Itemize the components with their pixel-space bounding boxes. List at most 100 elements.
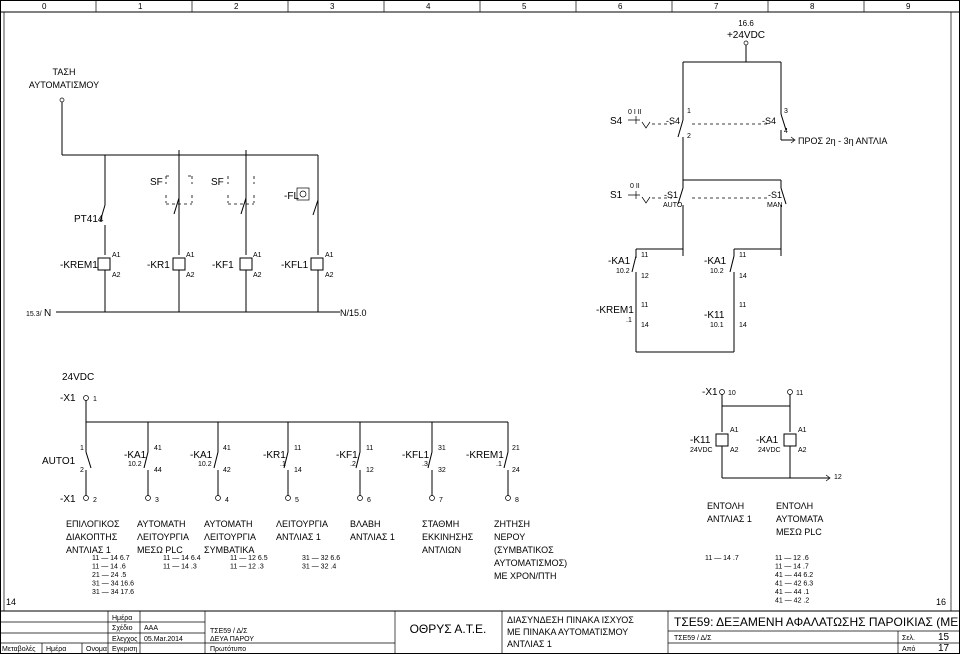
contact-pin: 1 [687,108,691,115]
coil-voltage: 24VDC [758,447,781,454]
column-number: 2 [234,2,239,11]
contact-tag: -KA1 [704,256,727,267]
desc-line: ΛΕΙΤΟΥΡΓΙΑ [276,519,328,529]
tb-text: Πρωτότυπο [210,645,246,653]
coil-pin: A2 [186,272,195,279]
sheet-description: ΑΝΤΛΙΑΣ 1 [507,639,552,649]
ka1-contact [729,255,735,273]
tb-text: Ονομα [86,646,107,653]
fl-label: -FL [284,191,299,202]
contact-pin: 44 [154,467,162,474]
contact-tag: -KFL1 [402,450,430,461]
coil-tag: -KREM1 [60,260,98,271]
desc-line: ΕΚΚΙΝΗΣΗΣ [422,532,474,542]
relay-coil [239,257,253,271]
xref-entry: 11 — 14 .7 [705,555,739,562]
contact-pin: 11 [739,302,746,309]
contact-tag: -KREM1 [596,305,634,316]
contact-pin: 32 [438,467,446,474]
sf-label: SF [150,177,163,188]
xref-entry: 41 — 42 .2 [775,598,809,605]
xref-entry: 11 — 14 6.7 [92,555,130,562]
relay-coil [310,257,324,271]
desc-line: ΑΥΤΟΜΑΤΗ [204,519,253,529]
desc-line: ΕΝΤΟΛΗ [776,501,813,511]
contact-tag: -KF1 [336,450,358,461]
coil-tag: -KA1 [756,435,779,446]
contact-pin: 11 [366,445,373,452]
terminal-num: 10 [728,390,736,397]
contact-pin: 2 [80,467,84,474]
desc-line: ΑΥΤΟΜΑΤΑ [776,514,823,524]
coil-pin: A1 [325,252,334,259]
contact-ref: .2 [350,461,356,468]
sf-label: SF [211,177,224,188]
tb-text: Εγκριση [112,646,138,653]
contact-pin: 14 [739,322,747,329]
column-number: 9 [906,2,911,11]
s4-tag: S4 [610,116,623,127]
coil-pin: A2 [730,447,739,454]
contact-pin: 1 [80,445,84,452]
company-name: ΟΘΡΥΣ Α.Τ.Ε. [410,622,487,636]
desc-line: ΣΥΜΒΑΤΙΚΑ [204,545,254,555]
column-number: 5 [522,2,527,11]
xref-entry: 11 — 12 .6 [775,555,809,562]
contact-pin: 12 [366,467,374,474]
contact-ref: 10.2 [710,268,724,275]
voltage-note: ΑΥΤΟΜΑΤΙΣΜΟΥ [29,80,99,90]
tb-text: Μεταβολές [2,645,36,653]
contact-tag: -KA1 [190,450,213,461]
contact-pin: 11 [641,252,648,259]
desc-line: ΑΝΤΛΙΑΣ 1 [350,532,395,542]
terminal-row: 2 3 4 5 6 7 8 [83,495,519,504]
contact-tag: -KR1 [263,450,286,461]
terminal-dot [83,395,89,401]
terminal-num: 4 [225,497,229,504]
contact-pin: 24 [512,467,520,474]
coil-voltage: 24VDC [690,447,713,454]
coil-tag: -KR1 [147,260,170,271]
selector-symbol: 0 II [630,183,640,190]
column-number: 4 [426,2,431,11]
desc-line: ΜΕΣΩ PLC [776,527,822,537]
prev-page-ref: 14 [6,597,16,607]
tb-text: ΔΕΥΑ ΠΑΡΟΥ [210,636,254,643]
terminal-num: 11 [796,390,803,397]
contact-tag: -KA1 [124,450,147,461]
terminal-num: 7 [439,497,443,504]
contact-pin: 4 [784,128,788,135]
sf-float-switch [227,176,255,205]
contact-pin: 31 [438,445,446,452]
sheet-description: ΜΕ ΠΙΝΑΚΑ ΑΥΤΟΜΑΤΙΣΜΟΥ [507,627,628,637]
coil-pin: A2 [798,447,807,454]
desc-line: ΝΕΡΟΥ [494,532,525,542]
page-ref: 12 [834,474,842,481]
contact-pin: 11 [294,445,301,452]
n-ref: 15.3/ [26,311,42,318]
xref-entry: 21 — 24 .5 [92,572,126,579]
xref-entry: 11 — 12 6.5 [230,555,268,562]
relay-coil [172,257,186,271]
terminal-tag: -X1 [60,393,76,404]
tb-text: 05.Mar.2014 [144,636,183,643]
terminal-tag: -X1 [60,494,76,505]
xref-entry: 11 — 12 .3 [230,564,264,571]
terminal-num: 5 [295,497,299,504]
xref-entry: 11 — 14 .7 [775,564,809,571]
contact-pin: 11 [641,302,648,309]
tb-text: Σχέδιο [112,624,133,632]
xref-entry: 31 — 34 16.6 [92,581,134,588]
tb-text: Ημέρα [46,645,66,653]
coil-row-top: -KREM1 A1 A2 -KR1 A1 A2 -KF1 A1 A2 -KFL1… [60,252,334,312]
contact-ref: 10.1 [710,322,724,329]
sheet-total: 17 [938,643,950,654]
desc-line: ΕΝΤΟΛΗ [707,501,744,511]
selector-switch-icon [628,191,651,204]
coil-tag: -K11 [690,435,711,446]
column-number: 0 [42,2,47,11]
xref-entry: 11 — 14 6.4 [163,555,201,562]
desc-line: ΜΕΣΩ PLC [137,545,183,555]
title-block: Ημέρα Σχέδιο AAA Ελεγχος 05.Mar.2014 Εγκ… [0,611,960,654]
tb-text: Από [902,645,915,653]
